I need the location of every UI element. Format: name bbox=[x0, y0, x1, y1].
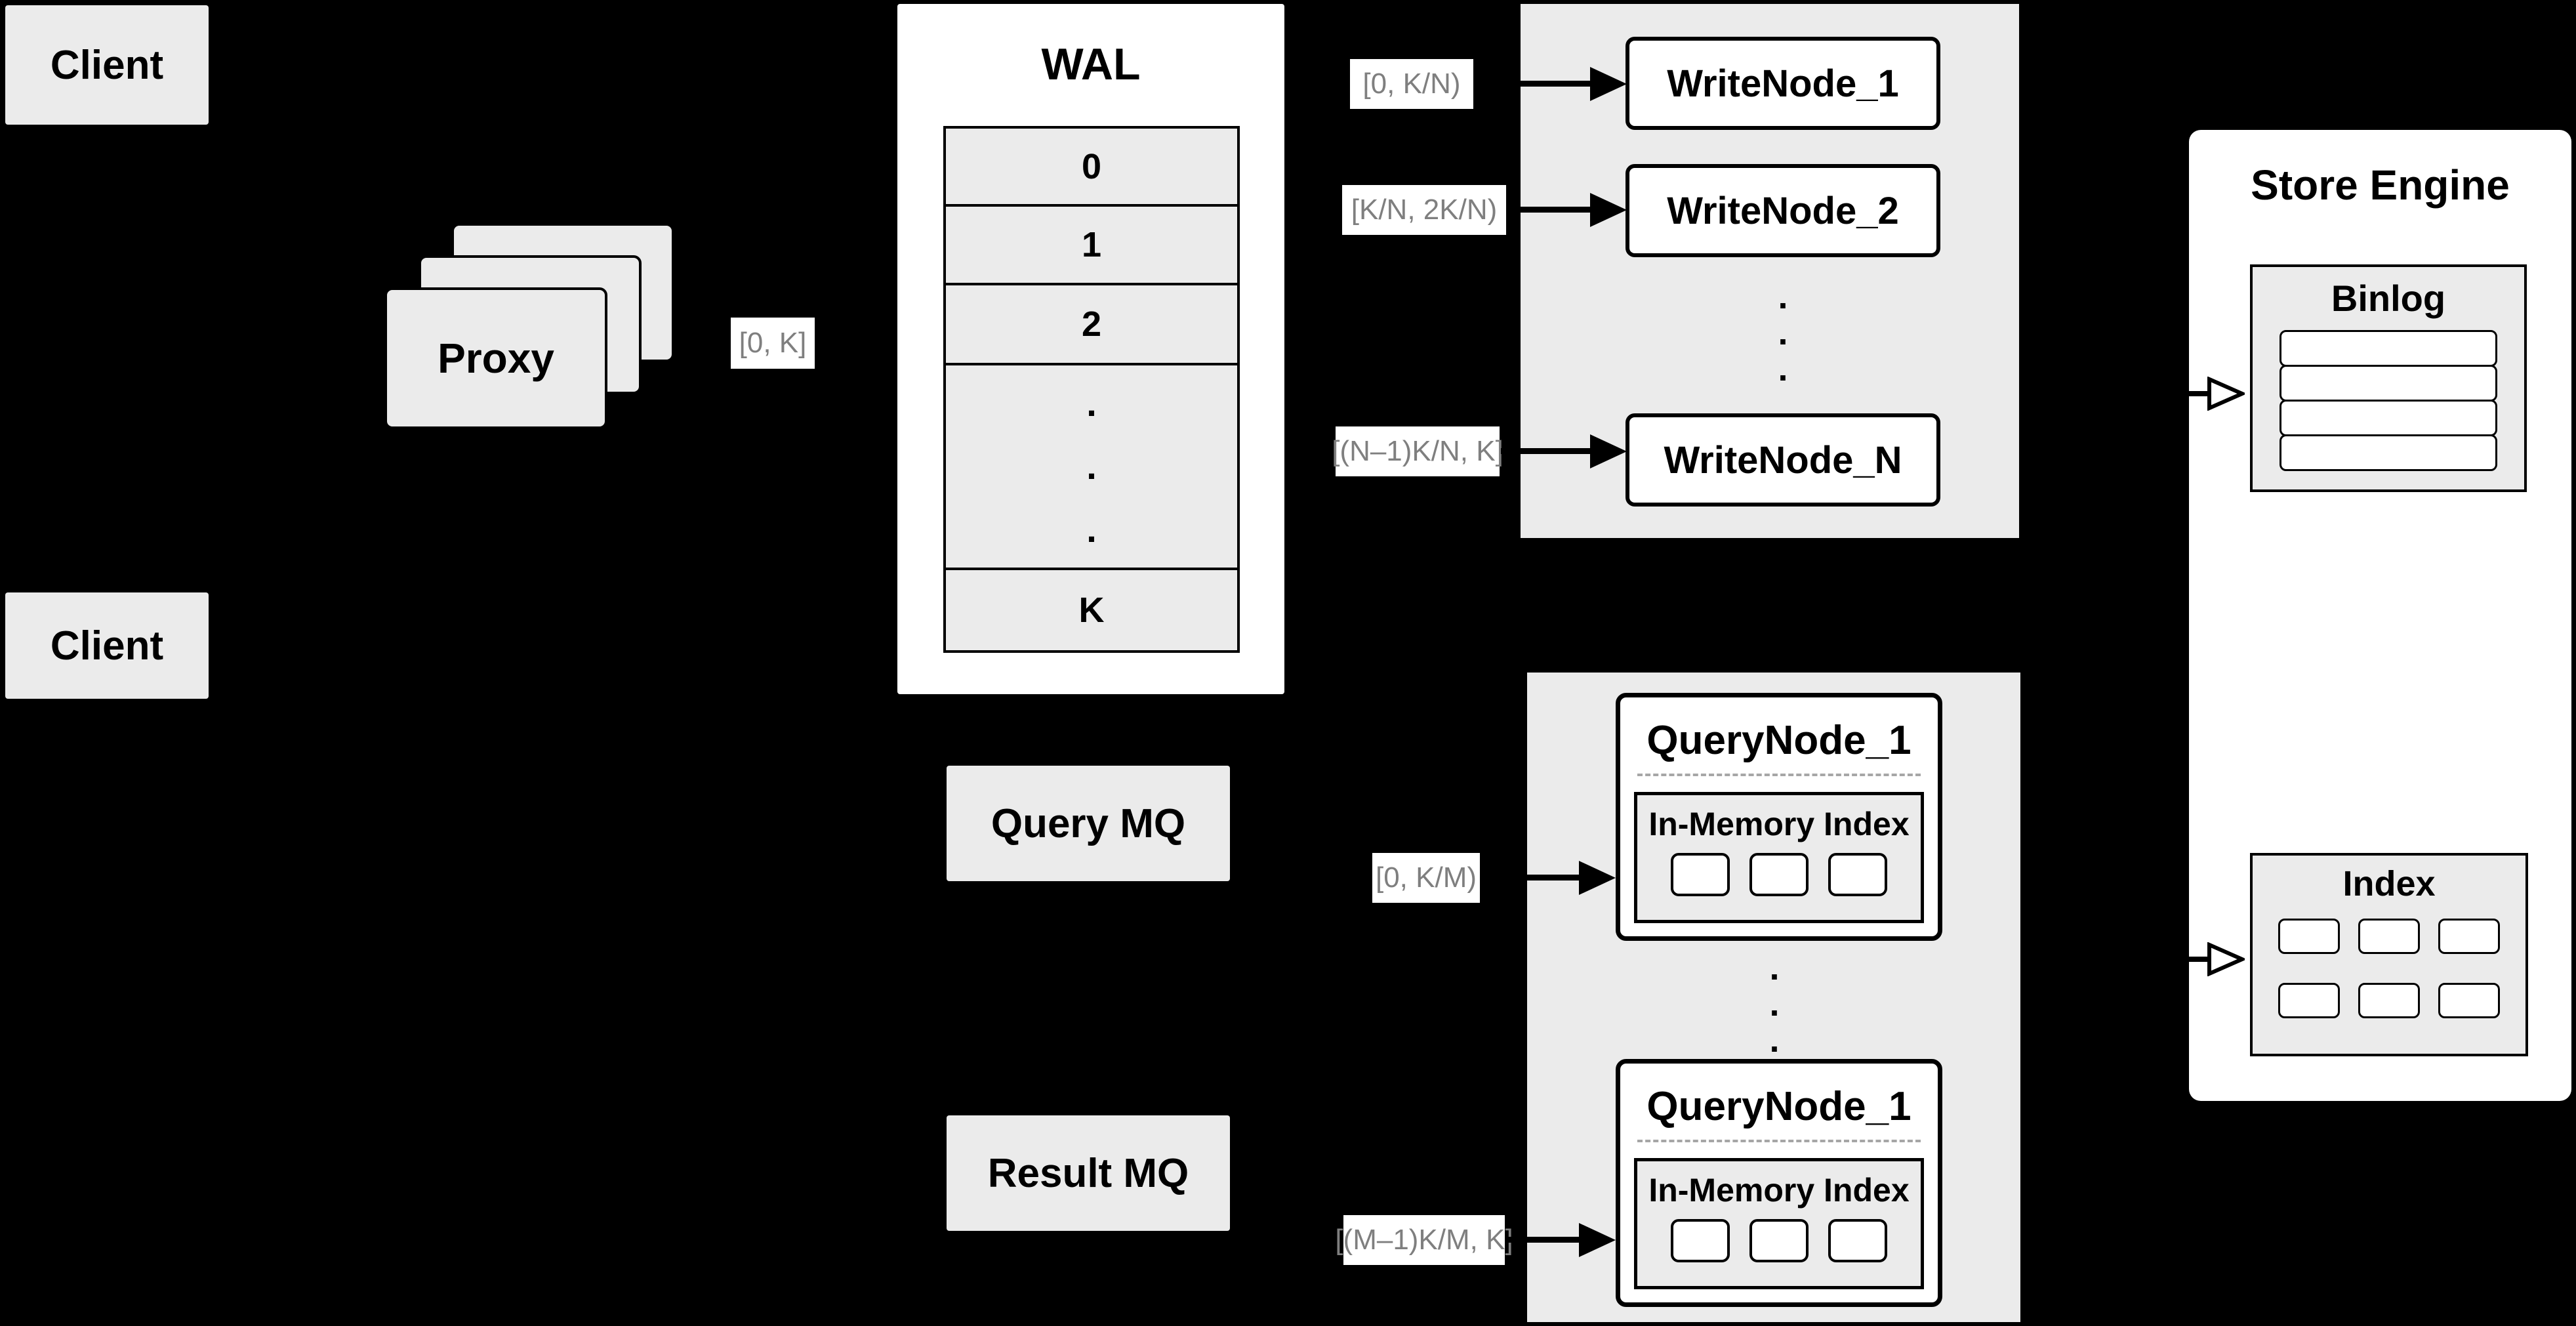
client-bottom-box: Client bbox=[5, 592, 209, 699]
index-cell bbox=[2278, 919, 2340, 954]
arrow-head-query-1 bbox=[1579, 861, 1616, 895]
arrow-line-index bbox=[2119, 957, 2211, 962]
wal-row-k: K bbox=[943, 568, 1240, 653]
wal-dots: . . . bbox=[1086, 383, 1097, 550]
query-mq-box: Query MQ bbox=[947, 766, 1230, 881]
query-node-1-inmemory-title: In-Memory Index bbox=[1648, 806, 1910, 842]
query-node-1-separator bbox=[1637, 774, 1921, 776]
index-row bbox=[2278, 919, 2500, 954]
query-node-2-separator bbox=[1637, 1140, 1921, 1142]
write-node-2: WriteNode_2 bbox=[1625, 164, 1940, 257]
binlog-row bbox=[2280, 400, 2497, 436]
index-box: Index bbox=[2250, 853, 2528, 1056]
proxy-range-label: [0, K] bbox=[731, 318, 815, 369]
write-range-label-3: [(N–1)K/N, K] bbox=[1332, 426, 1503, 476]
client-top-box: Client bbox=[5, 5, 209, 125]
query-node-2: QueryNode_1 In-Memory Index bbox=[1616, 1059, 1942, 1307]
arrow-head-index-open bbox=[2207, 942, 2245, 976]
memory-segment bbox=[1828, 1219, 1887, 1262]
query-node-2-title: QueryNode_1 bbox=[1646, 1083, 1912, 1129]
query-mq-label: Query MQ bbox=[991, 800, 1186, 846]
binlog-rows bbox=[2253, 330, 2524, 471]
arrow-head-query-2 bbox=[1579, 1223, 1616, 1257]
memory-segment bbox=[1749, 1219, 1809, 1262]
index-cell bbox=[2358, 919, 2420, 954]
write-node-n: WriteNode_N bbox=[1625, 413, 1940, 507]
arrow-line-query-2 bbox=[1506, 1237, 1579, 1243]
wal-panel: WAL 0 1 2 . . . K bbox=[897, 4, 1284, 694]
write-range-label-2: [K/N, 2K/N) bbox=[1342, 185, 1506, 235]
wal-table: 0 1 2 . . . K bbox=[943, 126, 1240, 653]
proxy-card-front: Proxy bbox=[384, 287, 607, 429]
arrow-line-query-1 bbox=[1481, 875, 1579, 881]
query-range-label-2: [(M–1)K/M, K] bbox=[1335, 1215, 1513, 1265]
binlog-title: Binlog bbox=[2331, 277, 2446, 319]
memory-segment bbox=[1671, 1219, 1730, 1262]
query-node-2-inmemory-title: In-Memory Index bbox=[1648, 1172, 1910, 1209]
write-node-dots: . . . bbox=[1778, 277, 1788, 388]
query-range-label-1: [0, K/M) bbox=[1372, 853, 1480, 903]
arrow-head-write-3 bbox=[1590, 434, 1627, 468]
binlog-box: Binlog bbox=[2250, 264, 2527, 492]
write-node-1: WriteNode_1 bbox=[1625, 37, 1940, 130]
index-grid bbox=[2253, 919, 2525, 1018]
query-node-dots: . . . bbox=[1769, 948, 1780, 1060]
wal-row-1: 1 bbox=[943, 204, 1240, 285]
memory-segment bbox=[1671, 853, 1730, 896]
index-cell bbox=[2358, 983, 2420, 1018]
memory-segment bbox=[1828, 853, 1887, 896]
binlog-row bbox=[2280, 330, 2497, 367]
query-node-2-inmemory-box: In-Memory Index bbox=[1634, 1158, 1924, 1289]
query-node-1-segments bbox=[1637, 853, 1921, 896]
query-node-1: QueryNode_1 In-Memory Index bbox=[1616, 693, 1942, 941]
index-cell bbox=[2438, 983, 2500, 1018]
arrow-head-write-2 bbox=[1590, 193, 1627, 227]
arrow-line-write-1 bbox=[1475, 81, 1590, 87]
wal-title: WAL bbox=[1041, 39, 1141, 89]
query-node-1-inmemory-box: In-Memory Index bbox=[1634, 792, 1924, 923]
index-row bbox=[2278, 983, 2500, 1018]
arrow-line-write-3 bbox=[1501, 448, 1590, 454]
arrow-line-binlog bbox=[2119, 391, 2211, 396]
query-node-1-title: QueryNode_1 bbox=[1646, 717, 1912, 763]
write-range-label-1: [0, K/N) bbox=[1350, 59, 1473, 109]
arrow-head-write-1 bbox=[1590, 67, 1627, 101]
index-cell bbox=[2438, 919, 2500, 954]
result-mq-box: Result MQ bbox=[947, 1115, 1230, 1231]
query-node-2-segments bbox=[1637, 1219, 1921, 1262]
result-mq-label: Result MQ bbox=[987, 1150, 1189, 1196]
wal-row-ellipsis: . . . bbox=[943, 363, 1240, 570]
store-engine-title: Store Engine bbox=[2251, 161, 2510, 209]
client-bottom-label: Client bbox=[50, 623, 164, 669]
memory-segment bbox=[1749, 853, 1809, 896]
index-cell bbox=[2278, 983, 2340, 1018]
index-title: Index bbox=[2342, 864, 2436, 903]
wal-row-0: 0 bbox=[943, 126, 1240, 207]
binlog-row bbox=[2280, 434, 2497, 471]
arrow-line-write-2 bbox=[1507, 207, 1590, 213]
wal-row-2: 2 bbox=[943, 283, 1240, 365]
binlog-row bbox=[2280, 365, 2497, 402]
arrow-head-binlog-open bbox=[2207, 377, 2245, 411]
proxy-label: Proxy bbox=[438, 335, 554, 382]
client-top-label: Client bbox=[50, 42, 164, 88]
store-engine-panel: Store Engine Binlog Index bbox=[2189, 130, 2571, 1101]
